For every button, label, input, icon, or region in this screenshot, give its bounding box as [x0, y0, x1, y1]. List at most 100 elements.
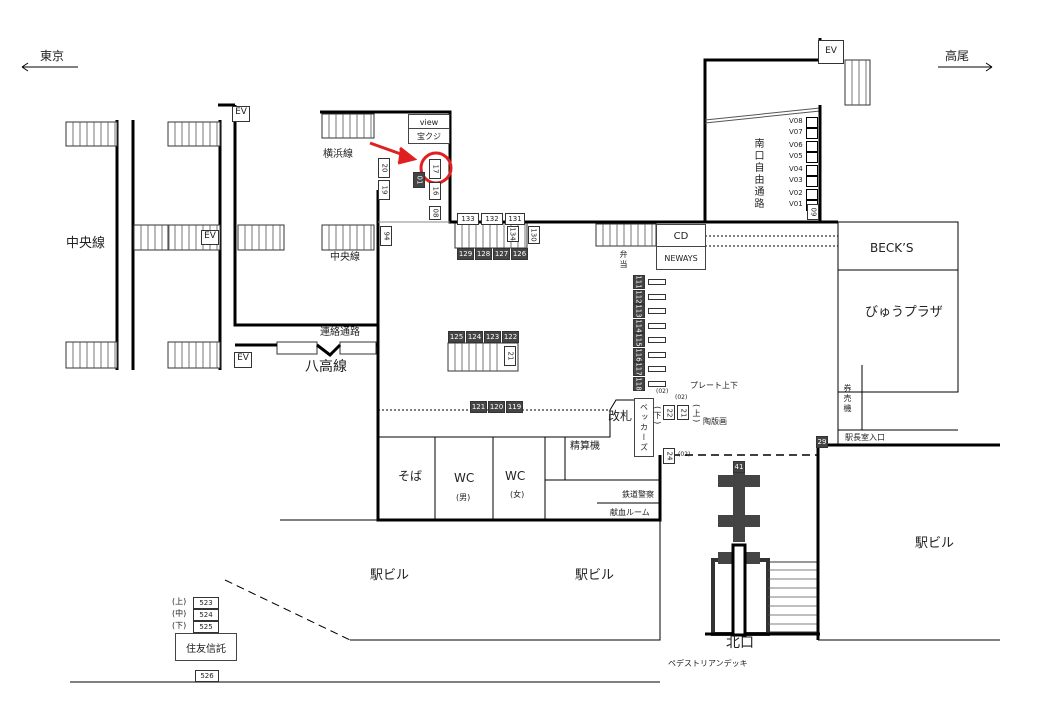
- locker-V02[interactable]: [806, 189, 818, 200]
- chuo-line-label-center: 中央線: [330, 252, 360, 263]
- locker-V03[interactable]: [806, 175, 818, 187]
- locker-129[interactable]: 129: [457, 248, 474, 260]
- locker-120[interactable]: 120: [488, 401, 505, 413]
- locker-V04[interactable]: [806, 165, 818, 176]
- blood-donation-room: 献血ルーム: [610, 508, 650, 517]
- locker-118[interactable]: 118: [633, 376, 645, 391]
- locker-94[interactable]: 94: [380, 226, 392, 246]
- ceramic-mural-annotation: 陶版画: [703, 417, 727, 426]
- locker-V07[interactable]: [806, 127, 818, 139]
- locker-number: 117: [635, 362, 643, 376]
- locker-130[interactable]: 130: [528, 226, 540, 244]
- bench: [648, 279, 666, 285]
- locker-number: 112: [635, 289, 643, 304]
- neways-shop: NEWAYS: [656, 246, 706, 270]
- locker-128[interactable]: 128: [475, 248, 492, 260]
- locker-133[interactable]: 133: [457, 213, 479, 225]
- locker-114[interactable]: 114: [633, 318, 645, 333]
- position-lower: (下): [172, 621, 187, 630]
- elevator: EV: [818, 40, 844, 64]
- locker-112[interactable]: 112: [633, 289, 645, 304]
- locker-number: 111: [635, 275, 643, 289]
- v-locker-label: V03: [789, 175, 803, 184]
- v-locker-label: V08: [789, 117, 803, 125]
- locker-115[interactable]: 115: [633, 333, 645, 347]
- locker-123[interactable]: 123: [484, 331, 501, 343]
- locker-01[interactable]: 01: [413, 172, 425, 188]
- yokohama-line-label: 横浜線: [323, 149, 353, 160]
- locker-523[interactable]: 523: [193, 597, 219, 609]
- locker-number: 116: [635, 347, 643, 362]
- locker-117[interactable]: 117: [633, 362, 645, 376]
- locker-number: 24: [664, 451, 673, 461]
- locker-124[interactable]: 124: [466, 331, 483, 343]
- locker-126[interactable]: 126: [511, 248, 528, 260]
- cd-room: CD: [656, 224, 706, 248]
- south-free-passage: 南口自由通路: [752, 138, 763, 210]
- locker-127[interactable]: 127: [493, 248, 510, 260]
- locker-111[interactable]: 111: [633, 275, 645, 289]
- locker-08[interactable]: 08: [429, 206, 441, 220]
- v-locker-label: V06: [789, 141, 803, 149]
- locker-number: 22: [664, 408, 673, 417]
- wc-men-sub: (男): [456, 493, 471, 502]
- locker-116[interactable]: 116: [633, 347, 645, 362]
- locker-526[interactable]: 526: [195, 670, 219, 682]
- ticket-gate[interactable]: 改札: [608, 409, 633, 423]
- locker-16[interactable]: 16: [429, 182, 441, 200]
- locker-24[interactable]: 24: [663, 448, 675, 464]
- pedestrian-deck: ペデストリアンデッキ: [668, 659, 748, 668]
- v-locker-label: V01: [789, 199, 803, 208]
- locker-524[interactable]: 524: [193, 609, 219, 621]
- soba-shop: そば: [398, 469, 423, 483]
- locker-number: 21: [505, 351, 514, 361]
- bench: [648, 366, 666, 372]
- locker-134[interactable]: 134: [507, 226, 519, 242]
- ticket-machine-label: 券売機: [843, 384, 852, 414]
- takarakuji-room: 宝クジ: [408, 128, 450, 144]
- v-locker-label: V07: [789, 127, 803, 136]
- locker-number: 19: [379, 185, 388, 195]
- locker-121[interactable]: 121: [470, 401, 487, 413]
- fare-adjustment-machine[interactable]: 精算機: [570, 441, 600, 452]
- locker-V06[interactable]: [806, 141, 818, 152]
- locker-20[interactable]: 20: [378, 158, 390, 178]
- station-building: 駅ビル: [370, 568, 410, 583]
- locker-119[interactable]: 119: [506, 401, 523, 413]
- locker-113[interactable]: 113: [633, 304, 645, 318]
- locker-number: 115: [635, 333, 643, 347]
- locker-21b[interactable]: 21: [677, 405, 689, 420]
- locker-09[interactable]: 09: [807, 204, 819, 220]
- view-plaza: びゅうプラザ: [865, 305, 943, 320]
- locker-V05[interactable]: [806, 151, 818, 163]
- locker-122[interactable]: 122: [502, 331, 519, 343]
- locker-125[interactable]: 125: [448, 331, 465, 343]
- locker-V08[interactable]: [806, 117, 818, 128]
- locker-22[interactable]: 22: [663, 405, 675, 420]
- station-building: 駅ビル: [575, 568, 615, 583]
- direction-tokyo: 東京: [40, 49, 65, 63]
- locker-17[interactable]: 17: [429, 159, 441, 179]
- locker-21[interactable]: 21: [504, 346, 516, 366]
- locker-number: 94: [381, 231, 390, 241]
- elevator: EV: [234, 352, 252, 368]
- locker-131[interactable]: 131: [505, 213, 525, 225]
- locker-41[interactable]: 41: [733, 461, 745, 473]
- direction-takao: 高尾: [945, 49, 970, 63]
- locker-number: 01: [414, 175, 423, 185]
- locker-number: 113: [635, 304, 643, 318]
- beckers-shop: ベッカーズ: [634, 398, 654, 457]
- bench: [648, 337, 666, 343]
- locker-19[interactable]: 19: [378, 180, 390, 200]
- locker-525[interactable]: 525: [193, 621, 219, 633]
- sumitomo-label: 住友信託: [186, 643, 226, 655]
- locker-sub-02: (02): [656, 388, 669, 395]
- locker-29[interactable]: 29: [816, 436, 828, 448]
- locker-number: 08: [430, 208, 439, 218]
- sumitomo-trust: 住友信託: [175, 633, 237, 661]
- connecting-passage-label: 連絡通路: [320, 327, 360, 338]
- beckers-label: ベッカーズ: [639, 402, 649, 453]
- position-upper: (上): [172, 597, 187, 606]
- locker-132[interactable]: 132: [481, 213, 503, 225]
- bento-shop: 弁当: [619, 250, 628, 270]
